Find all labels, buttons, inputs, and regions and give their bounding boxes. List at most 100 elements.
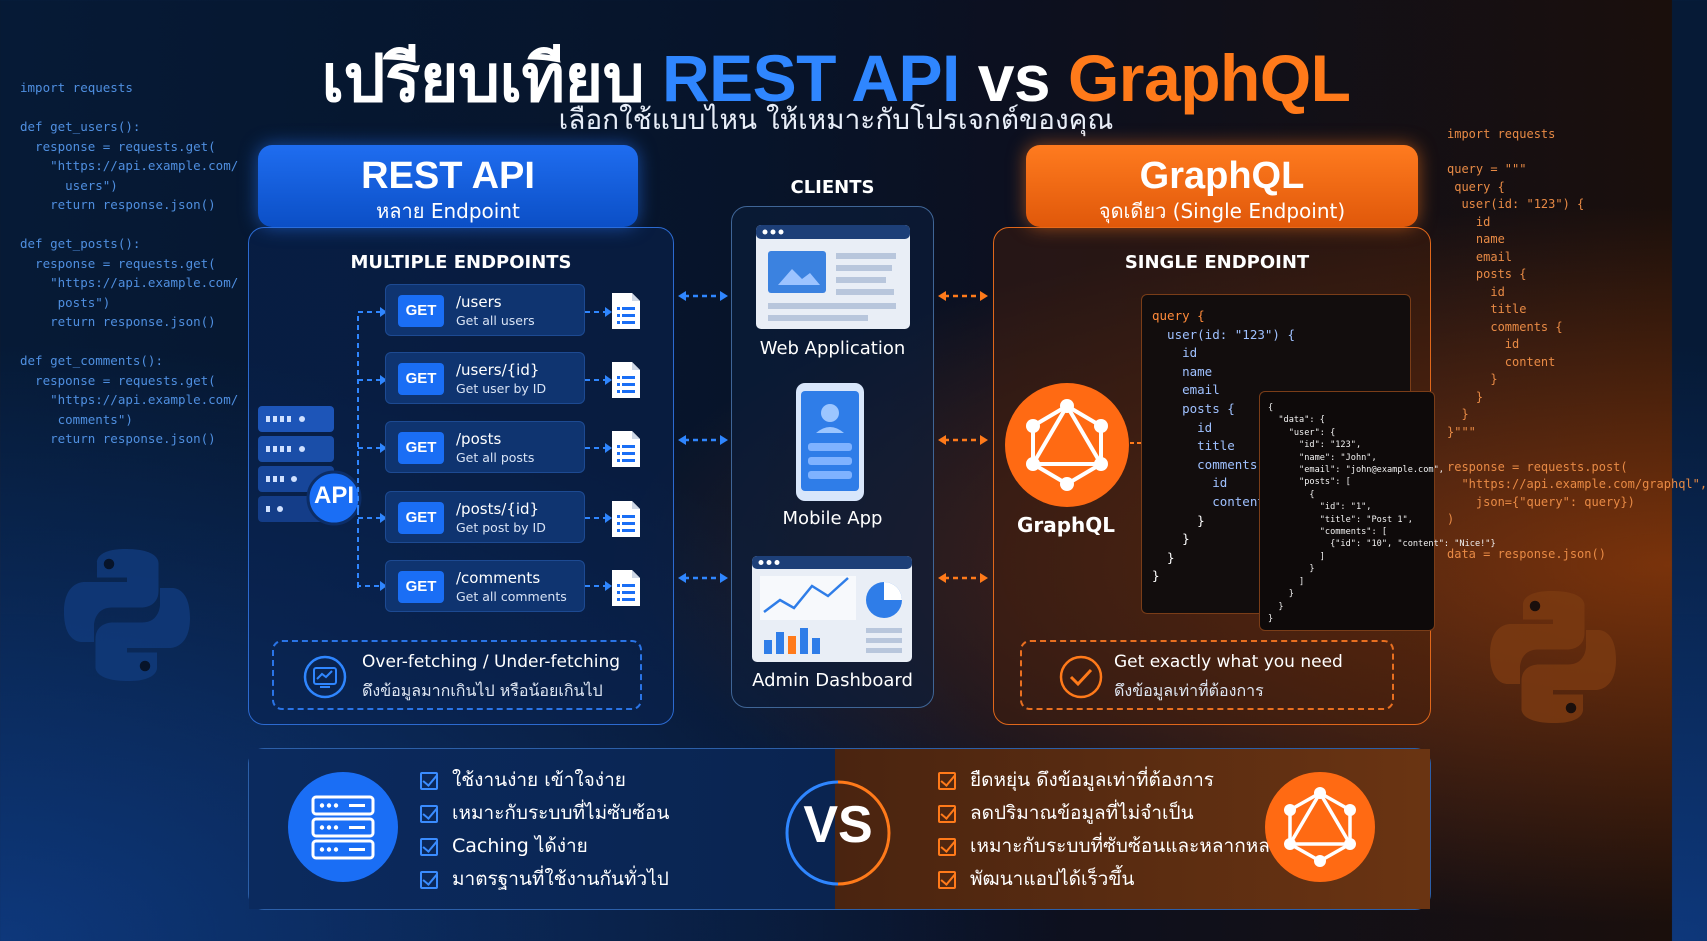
document-icon — [612, 293, 640, 329]
list-item: มาตรฐานที่ใช้งานกันทั่วไป — [420, 863, 669, 896]
list-item: Caching ได้ง่าย — [420, 830, 669, 863]
endpoint-description: Get all posts — [456, 450, 535, 465]
page-subtitle: เลือกใช้แบบไหน ให้เหมาะกับโปรเจกต์ของคุณ — [558, 103, 1114, 136]
warning-chart-icon — [303, 655, 347, 699]
rest-header-title: REST API — [361, 155, 535, 197]
rest-header: REST API หลาย Endpoint — [258, 145, 638, 227]
code-line: } — [1152, 531, 1190, 547]
clients-title: CLIENTS — [790, 177, 875, 198]
client-web-application: Web Application — [759, 338, 906, 359]
double-arrow-icon — [938, 291, 988, 583]
graphql-connector — [1130, 442, 1144, 444]
graphql-header-title: GraphQL — [1139, 155, 1305, 197]
document-icon — [612, 570, 640, 606]
list-item: เหมาะกับระบบที่ซับซ้อนและหลากหลาย — [938, 830, 1292, 863]
server-stack-icon — [288, 772, 398, 882]
code-line: user(id: "123") { — [1152, 326, 1295, 342]
list-item: ใช้งานง่าย เข้าใจง่าย — [420, 764, 669, 797]
graphql-note-title: Get exactly what you need — [1114, 652, 1343, 672]
code-line: "posts": [ — [1268, 477, 1351, 488]
code-line: id — [1152, 419, 1213, 435]
rest-pros-list: ใช้งานง่าย เข้าใจง่าย เหมาะกับระบบที่ไม่… — [420, 764, 669, 896]
left-python-code: import requests def get_users(): respons… — [20, 80, 239, 446]
list-item: พัฒนาแอปได้เร็วขึ้น — [938, 863, 1292, 896]
code-line: "title": "Post 1", — [1268, 514, 1413, 525]
code-line: title — [1152, 438, 1235, 454]
code-line: name — [1152, 363, 1213, 379]
client-admin-dashboard: Admin Dashboard — [752, 670, 913, 691]
rest-pro-text: Caching ได้ง่าย — [452, 835, 588, 857]
http-method-badge: GET — [398, 295, 444, 327]
endpoint-description: Get all comments — [456, 589, 567, 604]
code-line: ] — [1268, 576, 1305, 587]
code-line: } — [1268, 564, 1315, 575]
title-rest: REST API — [661, 41, 960, 115]
dashboard-icon[interactable] — [752, 556, 912, 662]
checkbox-icon — [420, 838, 438, 856]
endpoint-path: /users — [456, 293, 502, 311]
endpoint-users[interactable]: GET /users Get all users — [385, 284, 585, 336]
graphql-header-subtitle: จุดเดียว (Single Endpoint) — [1098, 199, 1346, 223]
smartphone-icon[interactable] — [796, 383, 864, 501]
rest-pro-text: ใช้งานง่าย เข้าใจง่าย — [452, 769, 626, 791]
python-logo-icon — [64, 549, 190, 681]
graphql-pro-text: ลดปริมาณข้อมูลที่ไม่จำเป็น — [970, 802, 1194, 824]
http-method-badge: GET — [398, 363, 444, 395]
code-line: posts { — [1152, 400, 1235, 416]
code-line: } — [1268, 601, 1284, 612]
rest-pro-text: เหมาะกับระบบที่ไม่ซับซ้อน — [452, 802, 670, 824]
document-icon — [612, 431, 640, 467]
checkbox-icon — [938, 871, 956, 889]
endpoint-description: Get all users — [456, 313, 535, 328]
code-line: "email": "john@example.com", — [1268, 465, 1444, 476]
endpoint-path: /users/{id} — [456, 361, 540, 379]
double-arrow-icon — [678, 291, 728, 583]
endpoint-posts[interactable]: GET /posts Get all posts — [385, 421, 585, 473]
code-line: content — [1152, 493, 1265, 509]
endpoint-post-by-id[interactable]: GET /posts/{id} Get post by ID — [385, 491, 585, 543]
document-icon — [612, 501, 640, 537]
code-line: { — [1268, 489, 1315, 500]
endpoint-description: Get post by ID — [456, 520, 546, 535]
graphql-pro-text: ยืดหยุ่น ดึงข้อมูลเท่าที่ต้องการ — [970, 769, 1214, 791]
api-label: API — [313, 482, 354, 509]
right-python-code: import requests query = """ query { user… — [1447, 127, 1707, 561]
code-line: } — [1152, 512, 1205, 528]
graphql-pro-text: พัฒนาแอปได้เร็วขึ้น — [970, 868, 1135, 890]
http-method-badge: GET — [398, 571, 444, 603]
graphql-logo-icon — [1005, 383, 1129, 507]
code-line: } — [1268, 589, 1294, 600]
endpoint-path: /posts — [456, 430, 502, 448]
endpoint-path: /posts/{id} — [456, 500, 540, 518]
code-line: id — [1152, 345, 1198, 361]
rest-connectors — [357, 307, 612, 591]
vs-label: VS — [803, 796, 873, 854]
graphql-logo-label: GraphQL — [1016, 513, 1116, 537]
title-graphql: GraphQL — [1067, 41, 1351, 115]
http-method-badge: GET — [398, 502, 444, 534]
graphql-response-code: { "data": { "user": { "id": "123", "name… — [1259, 391, 1496, 631]
title-vs: vs — [959, 41, 1068, 115]
http-method-badge: GET — [398, 432, 444, 464]
browser-window-icon[interactable] — [756, 225, 910, 329]
endpoint-comments[interactable]: GET /comments Get all comments — [385, 560, 585, 612]
server-stack-icon — [258, 406, 362, 526]
code-line: "id": "123", — [1268, 440, 1362, 451]
graphql-note-subtitle: ดึงข้อมูลเท่าที่ต้องการ — [1114, 681, 1264, 700]
code-line: query { — [1152, 308, 1205, 323]
code-line: "id": "1", — [1268, 502, 1372, 513]
list-item: ยืดหยุ่น ดึงข้อมูลเท่าที่ต้องการ — [938, 764, 1292, 797]
code-line: } — [1268, 613, 1274, 624]
code-line: { — [1268, 403, 1274, 413]
code-line: "name": "John", — [1268, 452, 1377, 463]
rest-note-subtitle: ดึงข้อมูลมากเกินไป หรือน้อยเกินไป — [362, 681, 603, 700]
graphql-pros-list: ยืดหยุ่น ดึงข้อมูลเท่าที่ต้องการ ลดปริมา… — [938, 764, 1292, 896]
rest-pro-text: มาตรฐานที่ใช้งานกันทั่วไป — [452, 868, 669, 890]
code-line: ] — [1268, 551, 1325, 562]
rest-note-title: Over-fetching / Under-fetching — [362, 652, 621, 672]
endpoint-user-by-id[interactable]: GET /users/{id} Get user by ID — [385, 352, 585, 404]
checkbox-icon — [938, 772, 956, 790]
graphql-note: Get exactly what you need ดึงข้อมูลเท่าท… — [1020, 640, 1394, 710]
graphql-panel-title: SINGLE ENDPOINT — [1124, 252, 1310, 273]
graphql-header: GraphQL จุดเดียว (Single Endpoint) — [1026, 145, 1418, 227]
